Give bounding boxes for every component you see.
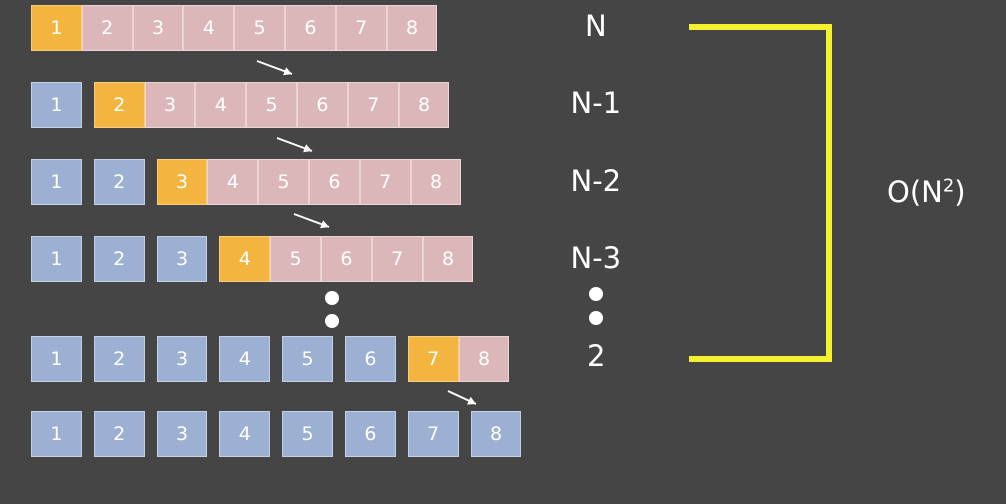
cell-row2-item4: 4 (195, 82, 247, 128)
cell-row4-item5: 5 (270, 236, 321, 282)
complexity-exponent: 2 (942, 175, 955, 197)
cell-row6-item3: 3 (156, 411, 208, 457)
cell-row1-item5: 5 (234, 5, 285, 51)
comparison-count-row2: N-1 (570, 86, 622, 120)
complexity-label: O(N2) (887, 175, 966, 209)
cell-row4-item8: 8 (422, 236, 474, 282)
cell-row6-item4: 4 (219, 411, 271, 457)
cell-row5-item4: 4 (219, 336, 271, 382)
cell-row5-item1: 1 (31, 336, 82, 382)
cell-row1-item6: 6 (285, 5, 336, 51)
cell-row3-item7: 7 (359, 159, 411, 205)
cell-row3-item4: 4 (207, 159, 259, 205)
cell-row6-item8: 8 (470, 411, 522, 457)
complexity-close: ) (954, 175, 966, 209)
comparison-count-row5: 2 (587, 339, 606, 373)
cell-row4-item6: 6 (321, 236, 372, 282)
cell-row2-item6: 6 (297, 82, 348, 128)
cell-row4-item7: 7 (371, 236, 423, 282)
cell-row4-item3: 3 (156, 236, 208, 282)
cell-row1-item3: 3 (132, 5, 184, 51)
cell-row2-item3: 3 (144, 82, 196, 128)
cell-row5-item5: 5 (282, 336, 333, 382)
cell-row2-item5: 5 (246, 82, 297, 128)
ellipsis-dot-right-2 (589, 311, 603, 325)
cell-row3-item3: 3 (156, 159, 208, 205)
cell-row3-item6: 6 (309, 159, 360, 205)
cell-row2-item8: 8 (398, 82, 450, 128)
step-arrow-4 (447, 390, 477, 405)
ellipsis-dot-left-1 (325, 291, 339, 305)
comparison-count-row3: N-2 (570, 164, 622, 198)
cell-row3-item5: 5 (258, 159, 309, 205)
cell-row3-item1: 1 (31, 159, 82, 205)
comparison-count-row1: N (585, 9, 607, 43)
cell-row4-item1: 1 (31, 236, 82, 282)
cell-row6-item5: 5 (282, 411, 333, 457)
step-arrow-3 (293, 213, 330, 229)
cell-row5-item6: 6 (345, 336, 396, 382)
cell-row5-item3: 3 (156, 336, 208, 382)
cell-row3-item2: 2 (93, 159, 145, 205)
cell-row1-item4: 4 (183, 5, 235, 51)
cell-row1-item2: 2 (81, 5, 133, 51)
cell-row2-item7: 7 (347, 82, 399, 128)
cell-row1-item7: 7 (335, 5, 387, 51)
cell-row1-item8: 8 (386, 5, 438, 51)
step-arrow-2 (276, 137, 313, 153)
cell-row6-item1: 1 (31, 411, 82, 457)
cell-row5-item7: 7 (407, 336, 459, 382)
cell-row1-item1: 1 (31, 5, 82, 51)
cell-row5-item8: 8 (458, 336, 510, 382)
cell-row2-item1: 1 (31, 82, 82, 128)
comparison-count-row4: N-3 (570, 241, 622, 275)
cell-row6-item7: 7 (407, 411, 459, 457)
cell-row6-item2: 2 (93, 411, 145, 457)
complexity-bracket (689, 24, 832, 362)
complexity-base: O(N (887, 175, 943, 209)
cell-row2-item2: 2 (93, 82, 145, 128)
ellipsis-dot-right-1 (589, 287, 603, 301)
ellipsis-dot-left-2 (325, 314, 339, 328)
cell-row4-item4: 4 (219, 236, 271, 282)
cell-row5-item2: 2 (93, 336, 145, 382)
step-arrow-1 (256, 60, 293, 76)
cell-row3-item8: 8 (410, 159, 462, 205)
cell-row6-item6: 6 (345, 411, 396, 457)
cell-row4-item2: 2 (93, 236, 145, 282)
